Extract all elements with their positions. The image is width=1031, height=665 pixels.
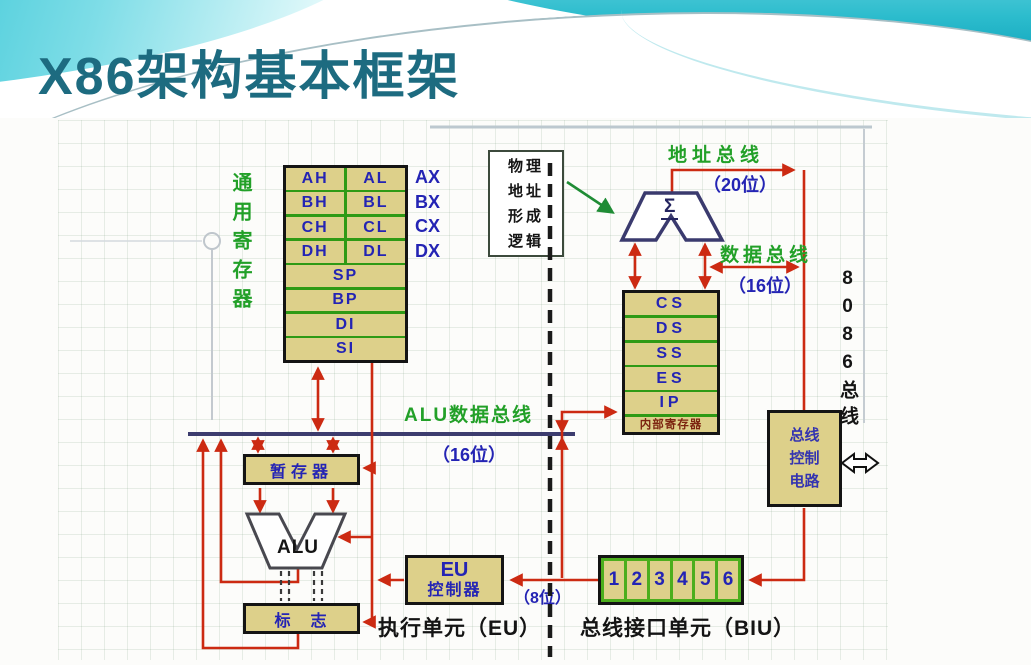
register-ah: AH — [286, 168, 345, 190]
register-dh: DH — [286, 240, 345, 263]
phys-line-4: 逻辑 — [507, 233, 544, 250]
register-sp: SP — [286, 265, 405, 288]
register-bp: BP — [286, 289, 405, 312]
slide-header-decoration — [0, 0, 1031, 118]
instruction-queue: 1 2 3 4 5 6 — [598, 555, 744, 605]
adder-sigma-symbol: Σ — [661, 196, 679, 220]
biu-section-caption: 总线接口单元（BIU） — [580, 617, 796, 640]
queue-cell-2: 2 — [626, 561, 647, 599]
data-bus-label: 数据总线 — [720, 245, 813, 266]
eu-section-caption: 执行单元（EU） — [378, 617, 542, 640]
register-ch: CH — [286, 216, 345, 239]
eu-controller-box: EU 控制器 — [405, 555, 504, 605]
register-al: AL — [346, 168, 405, 190]
bus-8086-label: 8086总线 — [837, 268, 858, 432]
internal-register-file: CS DS SS ES IP 内部寄存器 — [622, 290, 720, 435]
pair-label-cx: CX — [415, 216, 441, 236]
internal-register-caption: 内部寄存器 — [625, 416, 717, 432]
queue-cell-3: 3 — [649, 561, 670, 599]
eu-controller-line-2: 控制器 — [427, 582, 482, 600]
queue-bus-width: （8位） — [514, 590, 571, 607]
register-si: SI — [286, 338, 405, 360]
pair-label-ax: AX — [415, 167, 441, 187]
queue-cell-6: 6 — [718, 561, 738, 599]
physical-address-logic-box: 物理 地址 形成 逻辑 — [488, 150, 564, 257]
pair-label-dx: DX — [415, 241, 441, 261]
phys-line-3: 形成 — [507, 208, 544, 225]
temp-register-box: 暂存器 — [243, 454, 360, 485]
general-registers-label: 通用寄存器 — [229, 172, 251, 317]
register-bl: BL — [346, 192, 405, 215]
queue-cell-5: 5 — [695, 561, 716, 599]
register-es: ES — [625, 367, 717, 390]
address-bus-label: 地址总线 — [668, 145, 765, 166]
queue-cell-4: 4 — [672, 561, 693, 599]
register-ip: IP — [625, 392, 717, 415]
register-dl: DL — [346, 240, 405, 263]
pair-label-bx: BX — [415, 192, 441, 212]
bus-control-line-2: 控制 — [789, 449, 820, 467]
address-bus-width: （20位） — [703, 175, 778, 195]
alu-text: ALU — [276, 537, 320, 558]
register-ss: SS — [625, 342, 717, 365]
alu-data-bus-width: （16位） — [432, 445, 507, 465]
bus-control-line-1: 总线 — [789, 426, 820, 444]
register-di: DI — [286, 313, 405, 336]
bus-control-line-3: 电路 — [789, 473, 820, 491]
register-cl: CL — [346, 216, 405, 239]
general-register-file: AH AL BH BL CH CL DH DL SP BP DI SI — [283, 165, 408, 363]
page-title: X86架构基本框架 — [38, 48, 461, 106]
register-ds: DS — [625, 317, 717, 341]
eu-controller-line-1: EU — [440, 559, 469, 582]
register-bh: BH — [286, 192, 345, 215]
queue-cell-1: 1 — [604, 561, 624, 599]
bus-control-circuit-box: 总线 控制 电路 — [767, 410, 842, 507]
phys-line-1: 物理 — [507, 158, 544, 175]
alu-data-bus-label: ALU数据总线 — [404, 405, 534, 426]
data-bus-width: （16位） — [728, 276, 803, 296]
phys-line-2: 地址 — [507, 183, 544, 200]
register-cs: CS — [625, 293, 717, 316]
flags-box: 标 志 — [243, 603, 360, 634]
